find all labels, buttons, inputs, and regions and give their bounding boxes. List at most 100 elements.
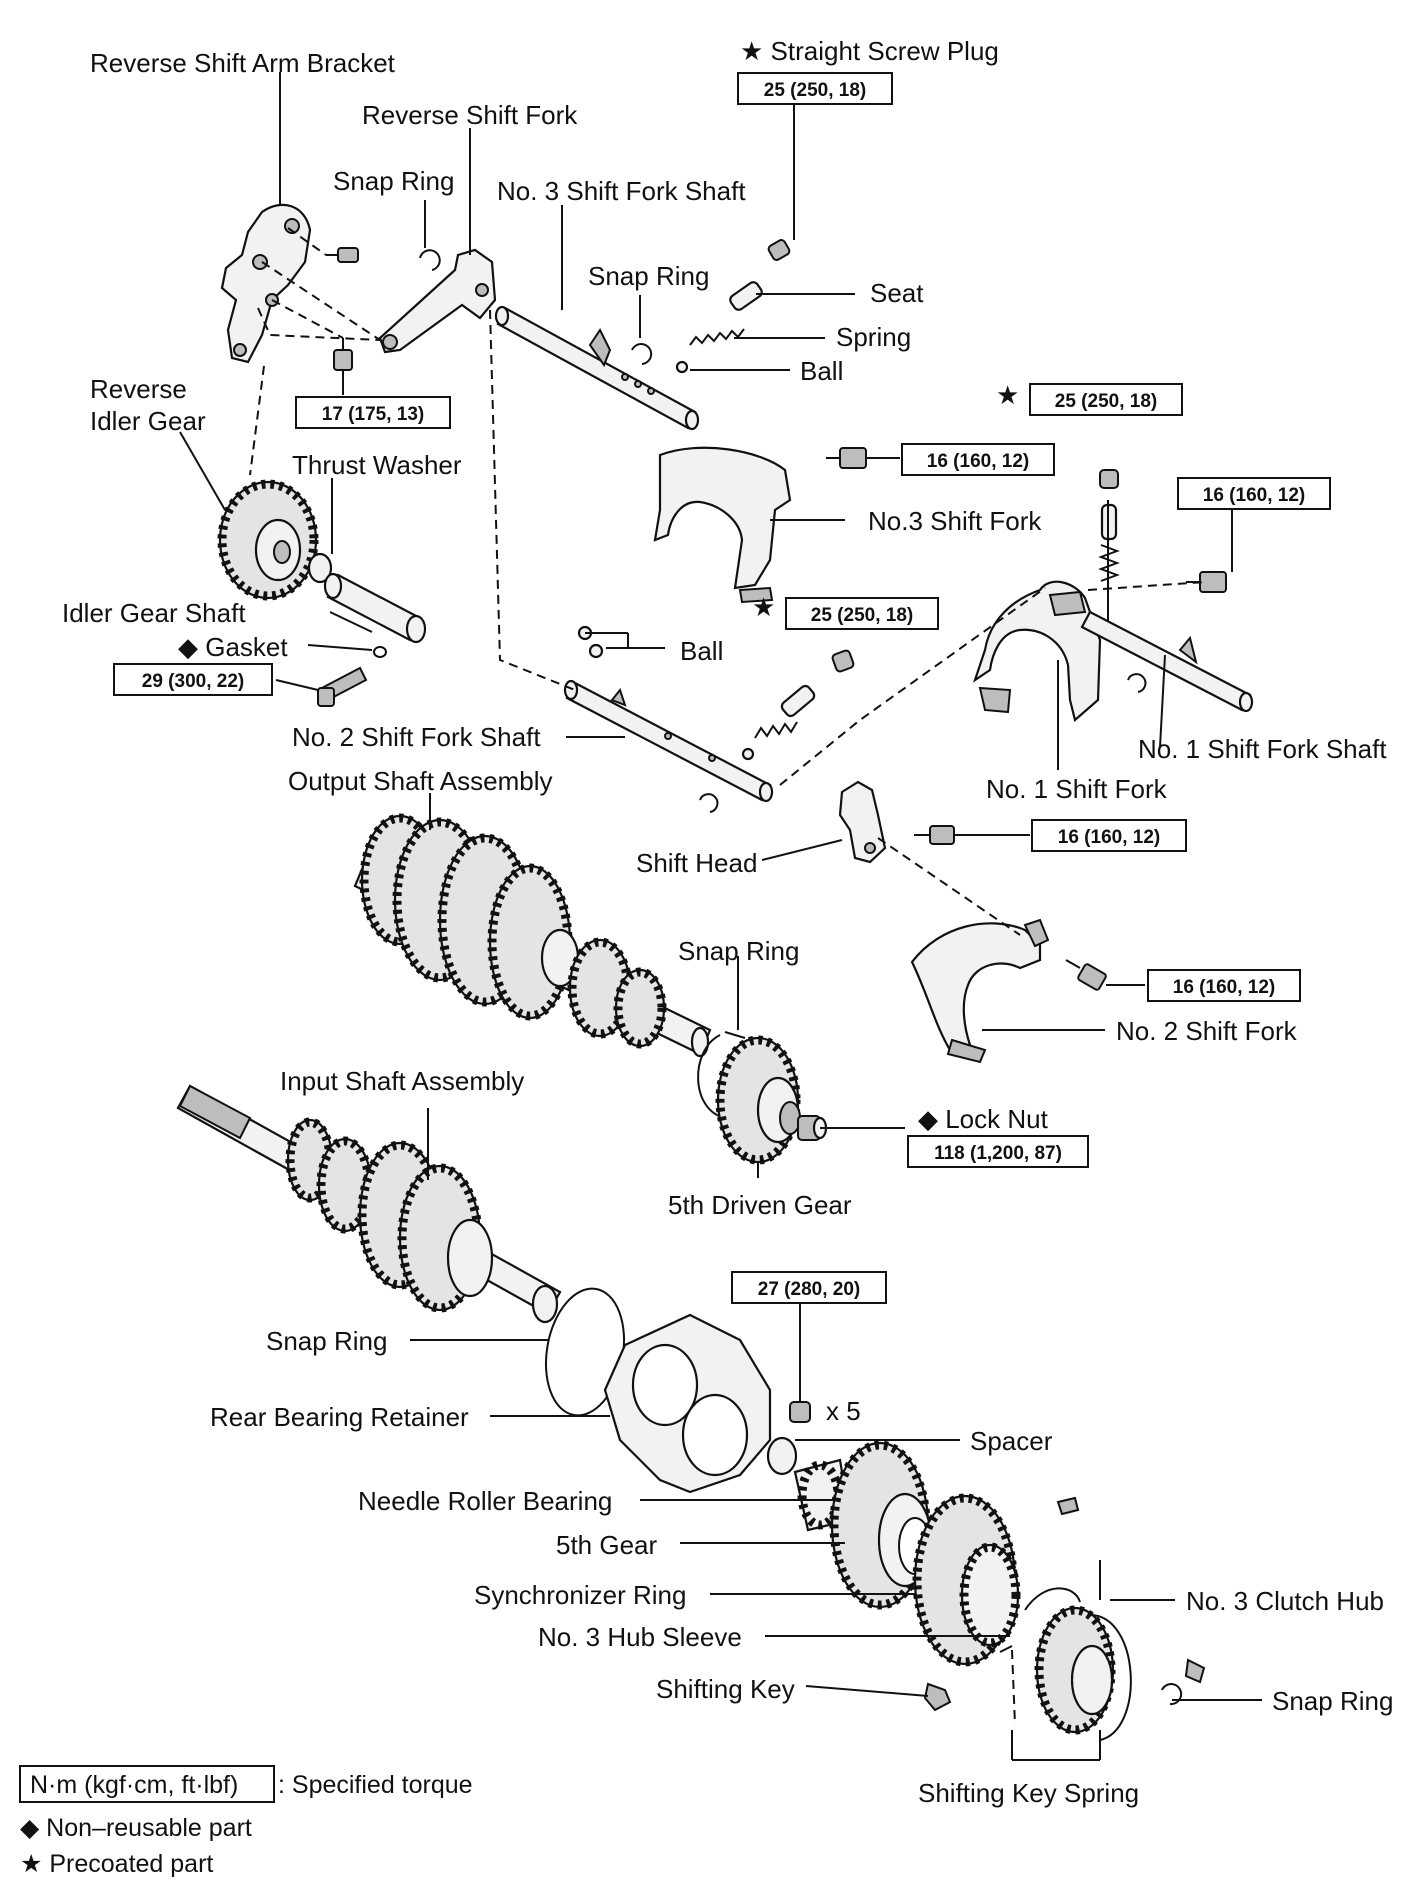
seat-part [729,281,763,311]
snap-ring-part-3 [697,1034,726,1119]
reverse-shift-arm-bracket-part [220,203,312,364]
spring-part [689,328,745,346]
label-reverse-idler-gear-1: Reverse [90,374,187,404]
label-no2-shift-fork-shaft: No. 2 Shift Fork Shaft [292,722,541,752]
shifting-key-part-3 [1184,1658,1206,1684]
no2-shift-fork-part [910,918,1050,1064]
no1-shaft-bolt-part [1186,571,1227,593]
label-lock-nut: ◆ Lock Nut [918,1104,1049,1134]
torque-plug-right: 25 (250, 18) [1055,391,1157,412]
retainer-bolt-part [789,1401,811,1423]
label-rear-bearing-retainer: Rear Bearing Retainer [210,1402,469,1432]
torque-box-retainer: 27 (280, 20) [731,1271,887,1304]
label-no1-shift-fork-shaft: No. 1 Shift Fork Shaft [1138,734,1387,764]
label-x5: x 5 [826,1396,861,1426]
label-no3-shift-fork-shaft: No. 3 Shift Fork Shaft [497,176,746,206]
label-reverse-shift-fork: Reverse Shift Fork [362,100,578,130]
no2-shift-fork-shaft-part [563,679,774,803]
torque-box-shift-head: 16 (160, 12) [1031,819,1187,852]
bracket-bolt-1 [326,247,359,263]
torque-no2-fork: 16 (160, 12) [1173,977,1275,998]
star-plug-mid: ★ [752,592,775,622]
label-straight-screw-plug: ★ Straight Screw Plug [740,36,999,66]
torque-box-plug-right: 25 (250, 18) [1029,383,1183,416]
torque-box-no2-fork: 16 (160, 12) [1147,969,1301,1002]
gasket-bolt-part [316,666,368,707]
screw-plug-mid-part [741,649,855,761]
legend-non-reusable: ◆ Non–reusable part [20,1814,252,1842]
label-shifting-key-spring: Shifting Key Spring [918,1778,1139,1808]
torque-box-no1-shaft: 16 (160, 12) [1177,477,1331,510]
no3-shift-fork-part [653,446,792,604]
thrust-washer-part [307,552,333,584]
label-snap-ring-5: Snap Ring [1272,1686,1393,1716]
label-reverse-shift-arm-bracket: Reverse Shift Arm Bracket [90,48,396,78]
legend-torque-unit: N·m (kgf·cm, ft·lbf) [30,1771,238,1799]
label-gasket: ◆ Gasket [178,632,288,662]
label-no3-hub-sleeve: No. 3 Hub Sleeve [538,1622,742,1652]
label-fifth-gear: 5th Gear [556,1530,658,1560]
torque-box-plug-mid: 25 (250, 18) [785,597,939,630]
legend-torque-desc: : Specified torque [278,1771,473,1799]
torque-box-lock-nut: 118 (1,200, 87) [907,1135,1089,1168]
dashed-guides [249,227,1206,1726]
output-shaft-assembly-part [353,813,712,1058]
shift-head-part [838,780,887,864]
screw-plug-top-part [767,239,791,261]
label-idler-gear-shaft: Idler Gear Shaft [62,598,246,628]
label-fifth-driven-gear: 5th Driven Gear [668,1190,852,1220]
fifth-driven-gear-part [715,1035,801,1165]
label-snap-ring-3: Snap Ring [678,936,799,966]
label-ball-2: Ball [680,636,723,666]
label-output-shaft-assembly: Output Shaft Assembly [288,766,552,796]
label-no2-shift-fork: No. 2 Shift Fork [1116,1016,1298,1046]
label-no3-clutch-hub: No. 3 Clutch Hub [1186,1586,1384,1616]
shift-head-bolt-part [914,825,955,845]
snap-ring-part-5 [1161,1683,1183,1706]
label-no1-shift-fork: No. 1 Shift Fork [986,774,1168,804]
torque-no3-fork: 16 (160, 12) [927,451,1029,472]
snap-ring-part-mid [699,793,719,813]
no3-fork-bolt-part [826,447,867,469]
snap-ring-part-1 [419,249,441,271]
torque-plug-mid: 25 (250, 18) [811,605,913,626]
label-snap-ring-4: Snap Ring [266,1326,387,1356]
label-ball-1: Ball [800,356,843,386]
label-thrust-washer: Thrust Washer [292,450,462,480]
shifting-key-part-2 [923,1682,952,1712]
torque-shift-head: 16 (160, 12) [1058,827,1160,848]
torque-box-no3-fork: 16 (160, 12) [901,443,1055,476]
no1-shift-fork-part [972,580,1102,723]
label-needle-roller-bearing: Needle Roller Bearing [358,1486,612,1516]
label-snap-ring-1: Snap Ring [333,166,454,196]
torque-no1-shaft: 16 (160, 12) [1203,485,1305,506]
torque-gasket: 29 (300, 22) [142,671,244,692]
synchronizer-ring-part [912,1493,1021,1667]
no1-shift-fork-shaft-part [1080,610,1254,713]
torque-box-bracket: 17 (175, 13) [295,396,451,429]
legend: N·m (kgf·cm, ft·lbf) : Specified torque … [19,1765,473,1878]
label-shift-head: Shift Head [636,848,757,878]
snap-ring-part-2 [631,343,653,365]
reverse-idler-gear-part [217,479,319,601]
shifting-key-spring-part [999,1645,1013,1653]
snap-ring-part-hub [1024,1587,1081,1611]
legend-precoated: ★ Precoated part [20,1850,213,1878]
label-no3-shift-fork: No.3 Shift Fork [868,506,1042,536]
torque-lock-nut: 118 (1,200, 87) [934,1143,1062,1164]
reverse-shift-fork-part [378,248,497,354]
snap-ring-small-3 [724,1031,746,1039]
idler-gear-shaft-part [323,572,427,644]
torque-plug-top: 25 (250, 18) [764,80,866,101]
torque-bracket: 17 (175, 13) [322,404,424,425]
snap-ring-part-no1 [1127,673,1147,693]
ball-pair-part [577,625,604,659]
spacer-part [766,1436,798,1476]
label-synchronizer-ring: Synchronizer Ring [474,1580,686,1610]
label-shifting-key: Shifting Key [656,1674,795,1704]
label-reverse-idler-gear-2: Idler Gear [90,406,206,436]
shifting-key-part-1 [1056,1496,1080,1516]
no2-fork-bolt-part [1065,959,1107,991]
rear-bearing-retainer-part [603,1313,772,1494]
